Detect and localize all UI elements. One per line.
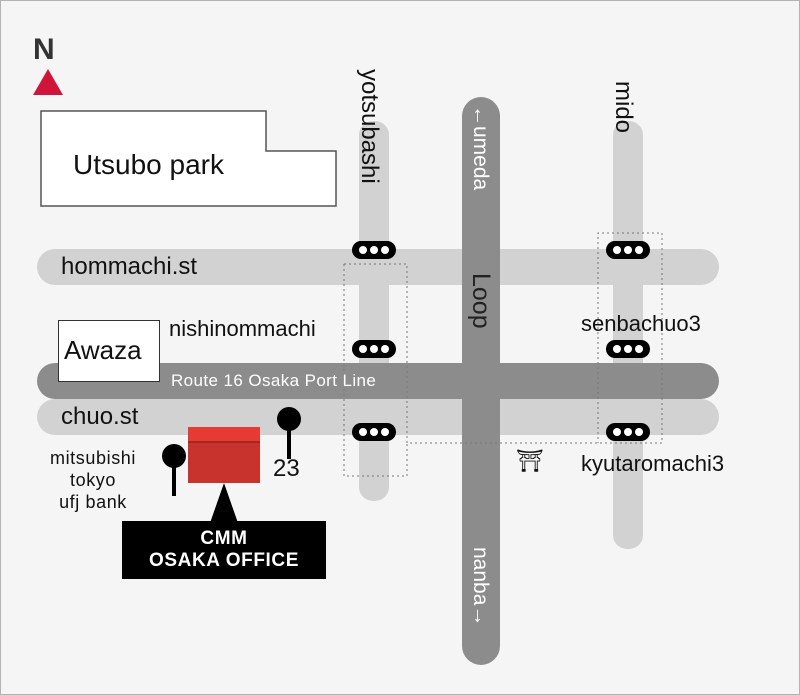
office-callout: CMM OSAKA OFFICE xyxy=(122,521,326,579)
awaza-label: Awaza xyxy=(64,335,142,365)
nishinommachi-label: nishinommachi xyxy=(169,316,316,341)
yotsubashi-label: yotsubashi xyxy=(356,69,383,184)
awaza-station-box xyxy=(58,320,160,382)
mido-street xyxy=(613,121,643,549)
office-building-icon xyxy=(188,427,260,483)
office-name-line2: OSAKA OFFICE xyxy=(148,550,300,571)
hommachi-label: hommachi.st xyxy=(61,253,198,280)
loop-road xyxy=(462,97,500,665)
traffic-signal-icon xyxy=(606,241,650,259)
pin-23-icon xyxy=(277,407,301,459)
traffic-signal-icon xyxy=(352,423,396,441)
umeda-label: ←umeda xyxy=(469,105,492,191)
mido-label: mido xyxy=(610,81,637,134)
pin-23-label: 23 xyxy=(273,455,300,482)
traffic-signal-icon xyxy=(606,423,650,441)
office-callout-pointer xyxy=(210,483,238,523)
bank-label-line: mitsubishi xyxy=(49,448,137,468)
bank-pin-icon xyxy=(162,444,186,496)
senbachuo3-label: senbachuo3 xyxy=(581,311,701,336)
traffic-signal-icon xyxy=(352,340,396,358)
nanba-label: nanba→ xyxy=(469,547,492,627)
shrine-icon: ⛩ xyxy=(516,449,544,474)
bank-label-line: ufj bank xyxy=(59,492,127,512)
north-arrow-icon xyxy=(33,69,63,95)
traffic-signal-icon xyxy=(352,241,396,259)
loop-label: Loop xyxy=(467,273,495,329)
office-name-line1: CMM xyxy=(200,528,248,549)
kyutaromachi3-label: kyutaromachi3 xyxy=(581,451,725,476)
chuo-label: chuo.st xyxy=(61,403,139,430)
bank-label-line: tokyo xyxy=(69,470,117,490)
bank-label: mitsubishi tokyo ufj bank xyxy=(23,447,163,513)
route16-label: Route 16 Osaka Port Line xyxy=(171,371,377,390)
north-letter: N xyxy=(33,33,55,66)
traffic-signal-icon xyxy=(606,340,650,358)
park-label: Utsubo park xyxy=(73,149,224,180)
